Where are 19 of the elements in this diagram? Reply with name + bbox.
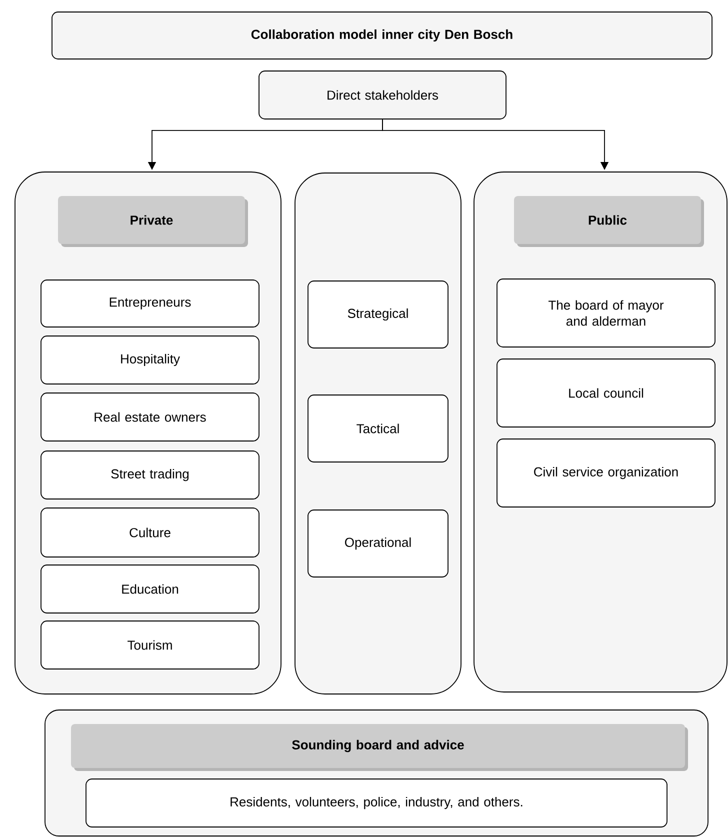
header-bar: Public [514, 196, 704, 247]
item-box: Street trading [40, 450, 260, 500]
item-box: Strategical [308, 280, 448, 348]
item-box: Hospitality [40, 336, 260, 384]
header-bar: Sounding board and advice [71, 724, 688, 771]
title-box: Collaboration model inner city Den Bosch [52, 12, 712, 60]
item-box: The board of mayor and alderman [496, 278, 716, 348]
item-box: Residents, volunteers, police, industry, and others. [86, 778, 668, 828]
header-bar: Private [58, 196, 248, 247]
item-box: Real estate owners [40, 392, 260, 442]
item-box: Operational [308, 510, 448, 578]
item-box: Civil service organization [496, 438, 716, 508]
item-box: Tactical [308, 394, 448, 462]
item-box: Tourism [40, 620, 260, 670]
stakeholder-box: Direct stakeholders [258, 70, 506, 120]
item-box: Education [40, 564, 260, 614]
item-box: Entrepreneurs [40, 280, 260, 328]
item-box: Culture [40, 508, 260, 558]
item-box: Local council [496, 358, 716, 428]
